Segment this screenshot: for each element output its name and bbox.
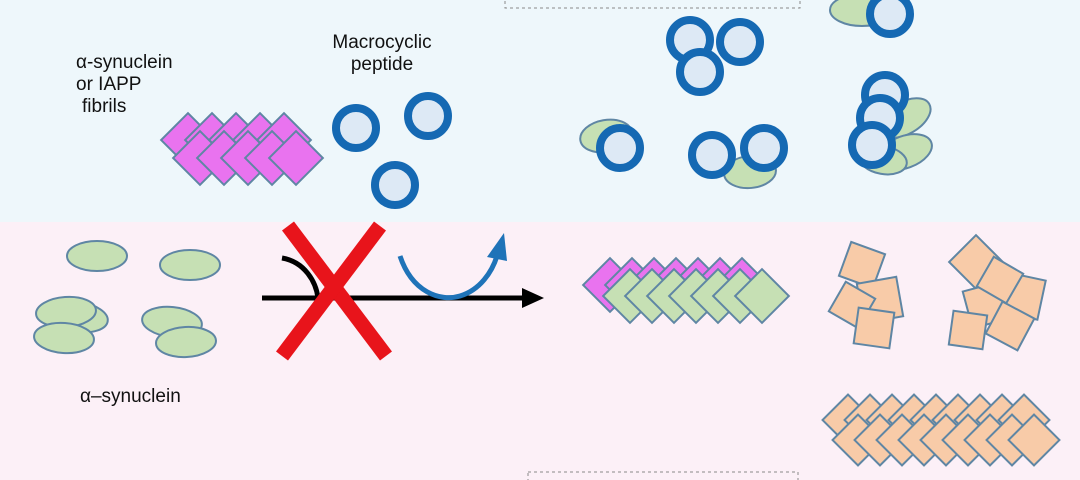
- fibril-unit-magenta: [267, 129, 325, 187]
- fibril-label-line3: fibrils: [82, 96, 127, 117]
- monomer-group: [33, 0, 933, 359]
- aggregate-unit-peach: [852, 306, 896, 350]
- monomer: [33, 321, 95, 355]
- peptide-ring: [848, 121, 896, 169]
- fibril-unit-peach: [1007, 413, 1061, 467]
- fibril-label-line1: α-synuclein: [76, 52, 173, 73]
- reaction-arrowhead: [522, 288, 544, 308]
- monomer-label: α–synuclein: [80, 386, 181, 407]
- fibril-label-line2: or IAPP: [76, 74, 142, 95]
- dashed-box-bottom: [527, 471, 799, 480]
- inhibition-cross: [276, 221, 392, 361]
- peptide-ring: [332, 104, 380, 152]
- peptide-ring: [676, 48, 724, 96]
- fibril-unit-green: [733, 267, 791, 325]
- peptide-label-line2: peptide: [350, 54, 414, 75]
- peptide-ring: [866, 0, 914, 38]
- peptide-label-line1: Macrocyclic: [332, 32, 432, 53]
- fibril-label: α-synuclein or IAPP fibrils: [76, 52, 173, 118]
- peptide-ring: [688, 131, 736, 179]
- peptide-release-arrowhead: [487, 233, 507, 261]
- aggregate-unit-peach: [984, 300, 1036, 352]
- monomer: [66, 240, 128, 272]
- monomer: [159, 249, 221, 281]
- reaction-arrow: [262, 255, 544, 308]
- black-curve: [281, 255, 321, 299]
- peptide-ring: [716, 18, 764, 66]
- aggregate-unit-peach: [947, 309, 989, 351]
- peptide-ring: [740, 124, 788, 172]
- fibril-stacks: [159, 111, 1061, 467]
- peptide-label: Macrocyclic peptide: [318, 32, 446, 76]
- peptide-ring: [371, 161, 419, 209]
- peptide-group: [332, 0, 914, 209]
- peptide-release-arrow: [397, 233, 507, 301]
- aggregate-unit-peach: [837, 240, 887, 290]
- aggregate-unit-peach: [975, 255, 1025, 305]
- peptide-ring: [404, 92, 452, 140]
- peptide-ring: [596, 124, 644, 172]
- monomer: [155, 325, 217, 359]
